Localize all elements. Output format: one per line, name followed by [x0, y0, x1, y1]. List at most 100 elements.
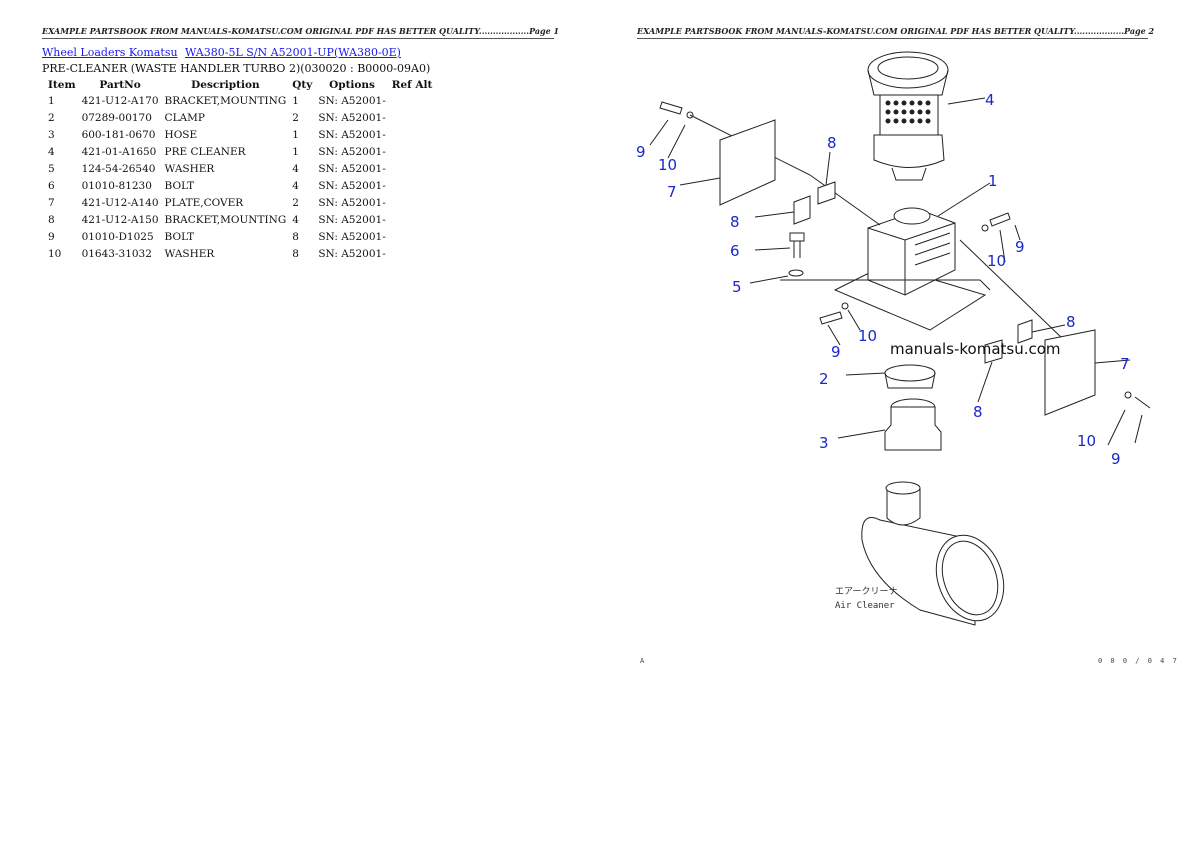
cell-qty: 1: [292, 94, 299, 107]
cell-description: PRE CLEANER: [164, 145, 246, 158]
cell-qty: 8: [292, 230, 299, 243]
air-cleaner-en-label: Air Cleaner: [835, 601, 895, 611]
callout-label: 10: [1077, 432, 1096, 450]
cell-item: 6: [48, 179, 55, 192]
cell-partno: 01643-31032: [81, 247, 152, 260]
parts-diagram: エアークリーナ Air Cleaner 4 9 10 7 8 1 9 8 6: [636, 51, 1151, 626]
col-header-refalt: Ref Alt: [391, 78, 433, 91]
cell-refalt: [389, 194, 436, 211]
cell-options: SN: A52001-: [318, 94, 386, 107]
col-header-options: Options: [329, 78, 375, 91]
pre-cleaner-drawing: [867, 51, 949, 181]
air-cleaner-jp-label: エアークリーナ: [835, 586, 897, 597]
cell-options: SN: A52001-: [318, 179, 386, 192]
cell-qty: 1: [292, 128, 299, 141]
callout-label: 8: [973, 403, 983, 421]
cell-refalt: [389, 143, 436, 160]
parts-table: Item PartNo Description Qty Options Ref …: [45, 77, 435, 262]
cell-options: SN: A52001-: [318, 111, 386, 124]
callout-label: 8: [730, 213, 740, 231]
cell-item: 7: [48, 196, 55, 209]
cell-qty: 4: [292, 162, 299, 175]
cover-plate-left-drawing: [719, 119, 776, 206]
cell-refalt: [389, 126, 436, 143]
cell-item: 2: [48, 111, 55, 124]
callout-label: 10: [987, 252, 1006, 270]
cover-plate-right-drawing: [1044, 329, 1096, 416]
cell-partno: 421-U12-A140: [81, 196, 159, 209]
callout-label: 9: [636, 143, 646, 161]
cell-item: 9: [48, 230, 55, 243]
page1-header: EXAMPLE PARTSBOOK FROM MANUALS-KOMATSU.C…: [42, 26, 559, 39]
table-row: 9 01010-D1025 BOLT 8 SN: A52001-: [45, 228, 435, 245]
callout-label: 2: [819, 370, 829, 388]
table-header-row: Item PartNo Description Qty Options Ref …: [45, 77, 435, 92]
callout-label: 9: [831, 343, 841, 361]
cell-options: SN: A52001-: [318, 145, 386, 158]
drawing-code-left: A: [640, 657, 645, 665]
table-row: 5 124-54-26540 WASHER 4 SN: A52001-: [45, 160, 435, 177]
cell-options: SN: A52001-: [318, 213, 386, 226]
air-cleaner-drawing: エアークリーナ Air Cleaner: [835, 481, 1005, 626]
cell-item: 3: [48, 128, 55, 141]
callout-label: 8: [1066, 313, 1076, 331]
table-row: 8 421-U12-A150 BRACKET,MOUNTING 4 SN: A52001…: [45, 211, 435, 228]
cell-options: SN: A52001-: [318, 247, 386, 260]
cell-refalt: [389, 92, 436, 109]
callout-label: 7: [667, 183, 677, 201]
cell-partno: 421-01-A1650: [81, 145, 157, 158]
cell-refalt: [389, 211, 436, 228]
callout-label: 9: [1015, 238, 1025, 256]
callout-label: 1: [988, 172, 998, 190]
cell-partno: 124-54-26540: [81, 162, 156, 175]
cell-qty: 8: [292, 247, 299, 260]
breadcrumb-link-model[interactable]: WA380-5L S/N A52001-UP(WA380-0E): [185, 46, 401, 59]
cell-item: 8: [48, 213, 55, 226]
page2-header: EXAMPLE PARTSBOOK FROM MANUALS-KOMATSU.C…: [637, 26, 1154, 39]
col-header-description: Description: [191, 78, 260, 91]
cell-description: WASHER: [164, 162, 215, 175]
cell-refalt: [389, 177, 436, 194]
cell-description: BRACKET,MOUNTING: [164, 94, 287, 107]
callout-label: 6: [730, 242, 740, 260]
cell-refalt: [389, 109, 436, 126]
drawing-code-right: 0 0 0 / 0 4 7: [1098, 657, 1179, 665]
col-header-item: Item: [48, 78, 76, 91]
cell-description: HOSE: [164, 128, 198, 141]
cell-refalt: [389, 160, 436, 177]
cell-description: WASHER: [164, 247, 215, 260]
col-header-partno: PartNo: [99, 78, 141, 91]
callout-label: 9: [1111, 450, 1121, 468]
cell-description: BOLT: [164, 230, 195, 243]
cell-description: BRACKET,MOUNTING: [164, 213, 287, 226]
cell-qty: 4: [292, 213, 299, 226]
cell-refalt: [389, 245, 436, 262]
cell-item: 10: [48, 247, 62, 260]
cell-partno: 421-U12-A150: [81, 213, 159, 226]
cell-item: 5: [48, 162, 55, 175]
callout-label: 10: [658, 156, 677, 174]
cell-description: BOLT: [164, 179, 195, 192]
watermark-text: manuals-komatsu.com: [890, 340, 1061, 358]
cell-description: PLATE,COVER: [164, 196, 244, 209]
col-header-qty: Qty: [292, 78, 313, 91]
cell-item: 1: [48, 94, 55, 107]
page-subtitle: PRE-CLEANER (WASTE HANDLER TURBO 2)(0300…: [42, 62, 431, 75]
cell-partno: 01010-D1025: [81, 230, 154, 243]
cell-refalt: [389, 228, 436, 245]
cell-options: SN: A52001-: [318, 162, 386, 175]
cell-partno: 01010-81230: [81, 179, 152, 192]
cell-partno: 600-181-0670: [81, 128, 156, 141]
cell-qty: 2: [292, 111, 299, 124]
cell-options: SN: A52001-: [318, 230, 386, 243]
table-row: 10 01643-31032 WASHER 8 SN: A52001-: [45, 245, 435, 262]
breadcrumb-link-wheel-loaders[interactable]: Wheel Loaders Komatsu: [42, 46, 178, 59]
callout-label: 4: [985, 91, 995, 109]
cell-qty: 1: [292, 145, 299, 158]
callout-label: 3: [819, 434, 829, 452]
breadcrumb: Wheel Loaders Komatsu WA380-5L S/N A5200…: [42, 46, 405, 59]
